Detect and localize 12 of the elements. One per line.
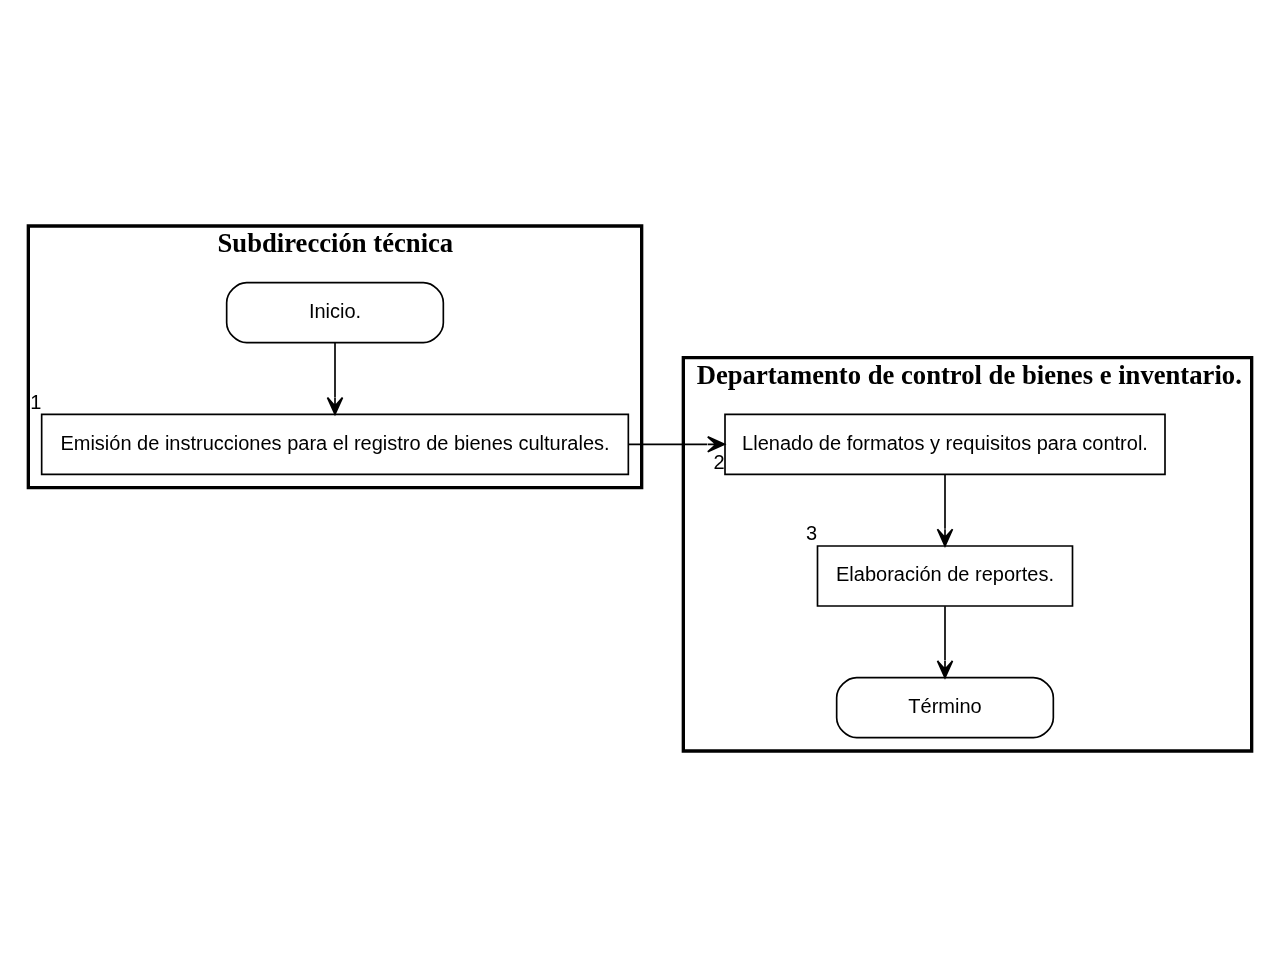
node-box: Emisión de instrucciones para el registro de bienes culturales.	[40, 413, 630, 476]
node-box: Llenado de formatos y requisitos para control.	[724, 413, 1166, 476]
arrow	[936, 473, 954, 547]
node-box: Inicio.	[225, 281, 445, 344]
arrow	[326, 342, 344, 416]
arrow	[627, 436, 726, 453]
node-label: 3	[806, 522, 818, 545]
arrow	[936, 605, 954, 679]
node-box: Elaboración de reportes.	[816, 545, 1074, 607]
node-label: 1	[30, 390, 42, 413]
node-box: Término	[835, 676, 1055, 739]
node-label: 2	[713, 450, 725, 473]
